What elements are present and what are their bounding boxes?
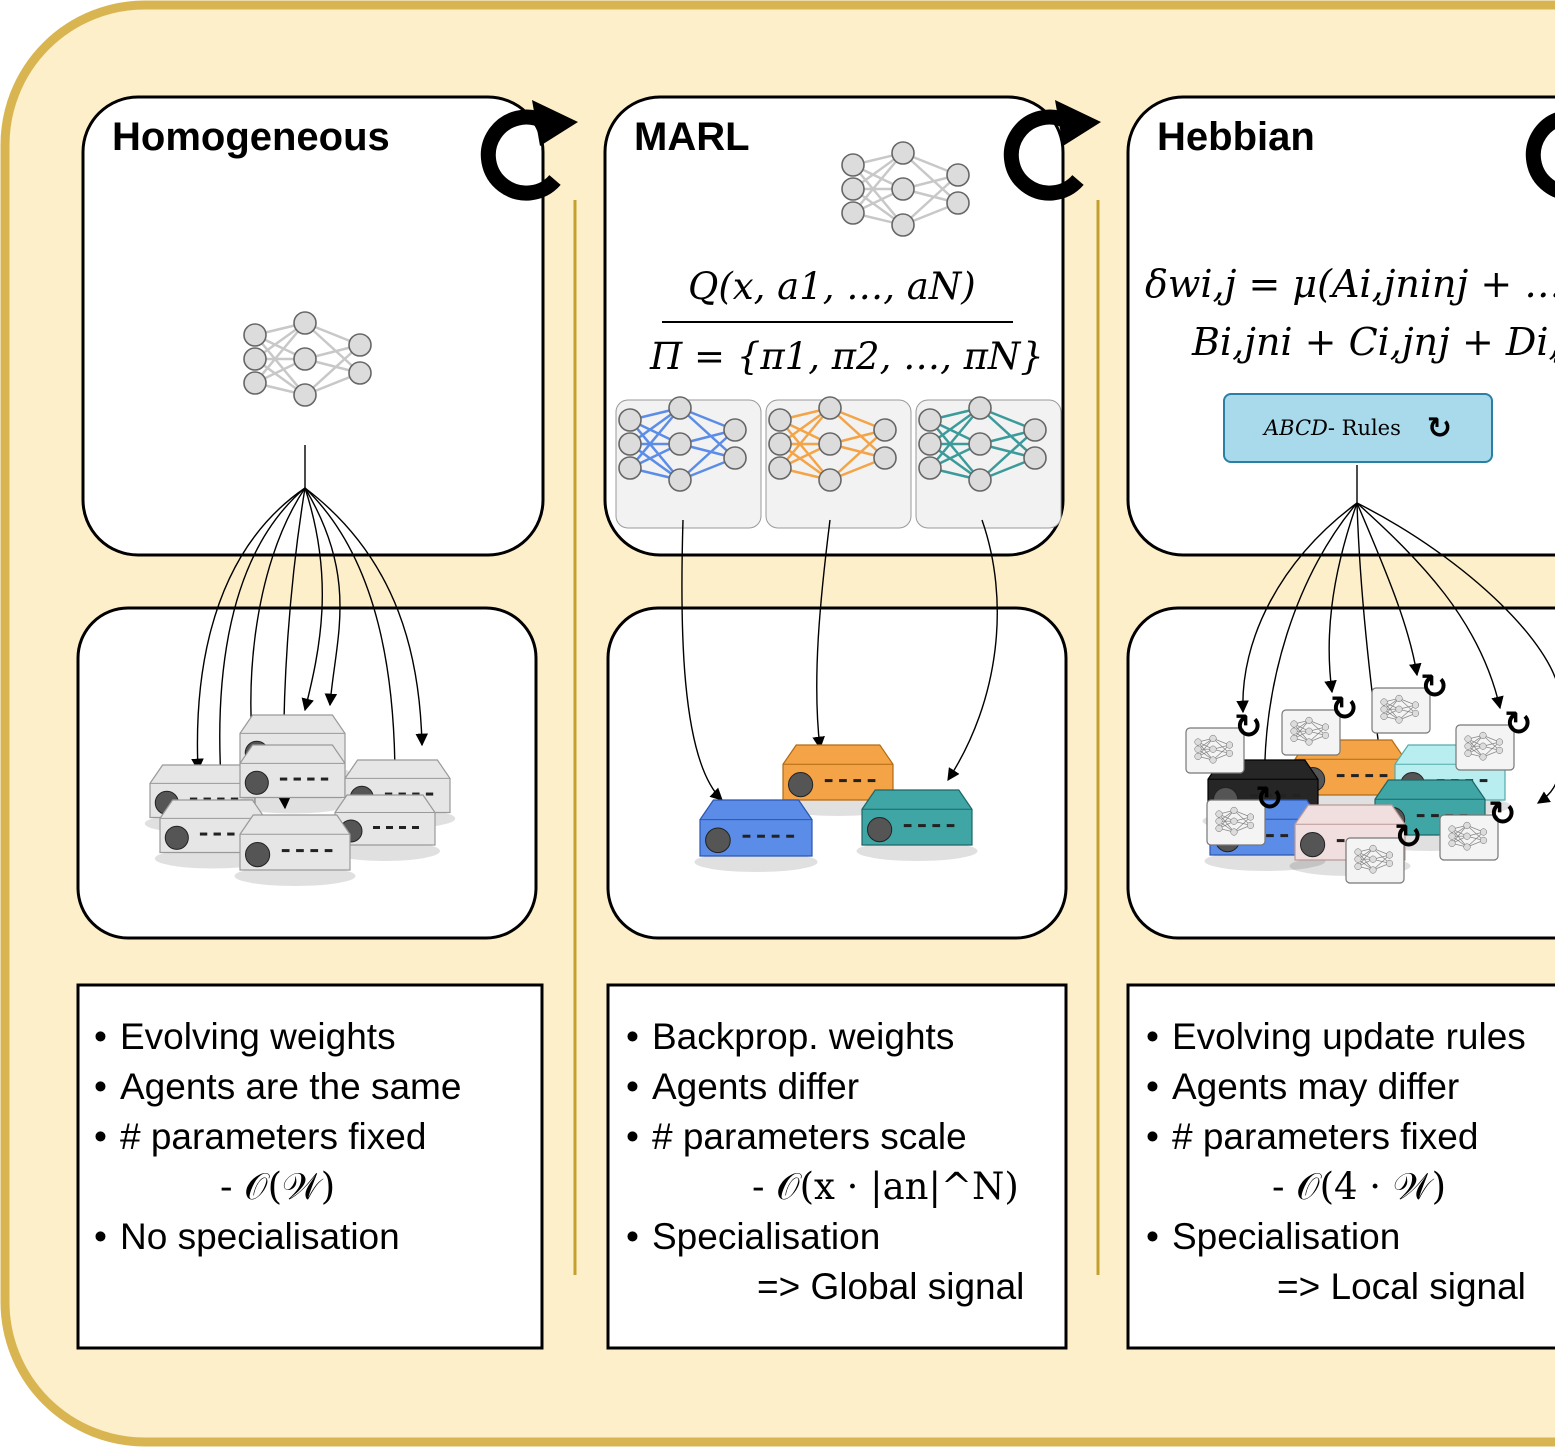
mini-network-card: ↻ xyxy=(1185,707,1263,774)
bullet-item: •Evolving weights xyxy=(94,1016,396,1057)
mini-network-card: ↻ xyxy=(1371,667,1449,734)
bullet-item: •# parameters fixed xyxy=(94,1116,427,1157)
hebbian-text-box xyxy=(1126,983,1555,1350)
cycle-arrow-icon xyxy=(1003,100,1101,201)
homogeneous-text-box xyxy=(76,983,544,1350)
hebbian-bullets: •Evolving update rules •Agents may diffe… xyxy=(1132,1012,1526,1312)
neural-network-icon xyxy=(915,396,1062,529)
marl-text-box xyxy=(606,983,1068,1350)
bullet-item: •Specialisation xyxy=(626,1216,881,1257)
rules-box-math: ABCD xyxy=(1263,416,1328,440)
cycle-arrow-icon: ↻ xyxy=(1420,667,1449,707)
neural-network-icon xyxy=(841,141,970,237)
abcd-rules-box: ABCD - Rules ↻ xyxy=(1223,393,1493,463)
marl-bullets: •Backprop. weights •Agents differ •# par… xyxy=(612,1012,1024,1312)
q-function: Q(x, a1, …, aN) xyxy=(688,265,976,308)
bullet-subitem: - 𝒪(x · |an|^N) xyxy=(752,1165,1019,1208)
mini-network-card: ↻ xyxy=(1439,794,1517,861)
neural-network-icon xyxy=(1290,716,1330,746)
bullet-item: •Agents are the same xyxy=(94,1066,462,1107)
cycle-arrow-icon: ↻ xyxy=(1255,779,1284,819)
bullet-subitem: - 𝒪(4 · 𝒲) xyxy=(1272,1165,1447,1208)
cycle-arrow-icon: ↻ xyxy=(1234,707,1263,747)
panel-title-hebbian: Hebbian xyxy=(1157,115,1315,159)
bullet-item: •# parameters scale xyxy=(626,1116,967,1157)
hebb-rule-line2: Bi,jni + Ci,jnj + Di,j xyxy=(1192,320,1555,364)
cycle-arrow-icon xyxy=(1525,112,1555,198)
robot-icon xyxy=(234,744,351,814)
marl-arrows xyxy=(681,519,998,801)
homogeneous-bullets: •Evolving weights •Agents are the same •… xyxy=(80,1012,461,1262)
robot-icon xyxy=(234,814,356,886)
bullet-item: •Agents may differ xyxy=(1146,1066,1460,1107)
bullet-subitem: => Global signal xyxy=(757,1266,1025,1307)
neural-network-icon xyxy=(1215,806,1255,836)
neural-network-icon xyxy=(1380,694,1420,724)
robot-icon xyxy=(694,799,818,872)
bullet-subitem: - 𝒪(𝒲) xyxy=(220,1165,336,1208)
bullet-item: •Evolving update rules xyxy=(1146,1016,1526,1057)
cycle-arrow-icon: ↻ xyxy=(1330,689,1359,729)
robot-icon xyxy=(330,794,440,861)
neural-network-icon xyxy=(1464,731,1504,761)
cycle-arrow-icon: ↻ xyxy=(1426,410,1453,446)
neural-network-icon xyxy=(765,396,912,529)
panel-title-marl: MARL xyxy=(634,115,750,159)
policy-set: Π = {π1, π2, …, πN} xyxy=(650,335,1044,378)
cycle-arrow-icon: ↻ xyxy=(1394,817,1423,857)
panel-title-homogeneous: Homogeneous xyxy=(112,115,390,159)
neural-network-icon xyxy=(615,396,762,529)
mini-network-card: ↻ xyxy=(1281,689,1359,756)
bullet-item: •Specialisation xyxy=(1146,1216,1401,1257)
cycle-arrow-icon: ↻ xyxy=(1488,794,1517,834)
hebb-rule-line1: δwi,j = μ(Ai,jninj + … xyxy=(1145,262,1555,306)
robot-icon xyxy=(856,789,978,861)
neural-network-icon xyxy=(1194,734,1234,764)
bullet-item: •Backprop. weights xyxy=(626,1016,955,1057)
bullet-item: •# parameters fixed xyxy=(1146,1116,1479,1157)
cycle-arrow-icon xyxy=(480,100,578,201)
rules-box-label: - Rules xyxy=(1327,416,1401,440)
bullet-item: •Agents differ xyxy=(626,1066,860,1107)
neural-network-icon xyxy=(1448,821,1488,851)
neural-network-icon xyxy=(1354,844,1394,874)
neural-network-icon xyxy=(243,311,372,407)
cycle-arrow-icon: ↻ xyxy=(1504,704,1533,744)
mini-network-card: ↻ xyxy=(1455,704,1533,771)
bullet-subitem: => Local signal xyxy=(1277,1266,1526,1307)
mini-network-card: ↻ xyxy=(1345,817,1423,884)
mini-network-card: ↻ xyxy=(1206,779,1284,846)
bullet-item: •No specialisation xyxy=(94,1216,400,1257)
